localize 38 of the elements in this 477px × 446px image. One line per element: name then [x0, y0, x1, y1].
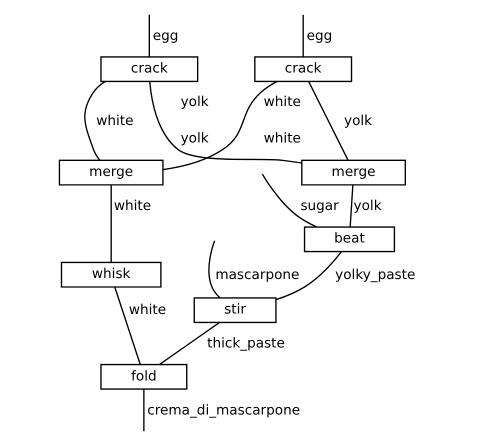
- edge-label: white: [114, 198, 152, 214]
- edge-label: yolk: [344, 112, 372, 129]
- node-box: crack: [100, 56, 198, 82]
- connector: [350, 185, 354, 227]
- connector: [110, 185, 112, 262]
- edge-label: thick_paste: [207, 336, 285, 352]
- node-box: whisk: [60, 262, 162, 288]
- node-box: fold: [100, 364, 188, 390]
- edge-label: white: [264, 94, 301, 110]
- connector: [208, 240, 220, 298]
- connector: [308, 81, 349, 161]
- edge-label: sugar: [300, 198, 339, 214]
- edge-label: yolk: [180, 94, 209, 110]
- edge-label: white: [128, 302, 166, 318]
- edge-label: crema_di_mascarpone: [147, 402, 300, 418]
- label: white: [264, 130, 301, 147]
- connector: [84, 80, 106, 161]
- edge-label: egg: [306, 28, 332, 44]
- connector: [143, 389, 145, 432]
- node-box: stir: [194, 297, 277, 324]
- connector: [302, 14, 304, 57]
- connector: [262, 174, 317, 228]
- edge-label: egg: [152, 28, 178, 44]
- node-box: merge: [58, 160, 164, 186]
- connector: [148, 14, 150, 57]
- edge-label: yolky_paste: [335, 266, 416, 283]
- connector: [159, 322, 220, 366]
- node-box: crack: [254, 56, 352, 82]
- node-box: merge: [301, 160, 406, 186]
- edge-label: white: [96, 112, 134, 129]
- connector: [149, 82, 302, 164]
- label: yolk: [180, 130, 209, 147]
- node-box: beat: [304, 226, 396, 252]
- connector: [114, 286, 141, 364]
- edge-label: yolk: [354, 198, 382, 214]
- connector: [276, 251, 342, 300]
- edge-label: mascarpone: [215, 266, 300, 283]
- connector: [163, 80, 278, 170]
